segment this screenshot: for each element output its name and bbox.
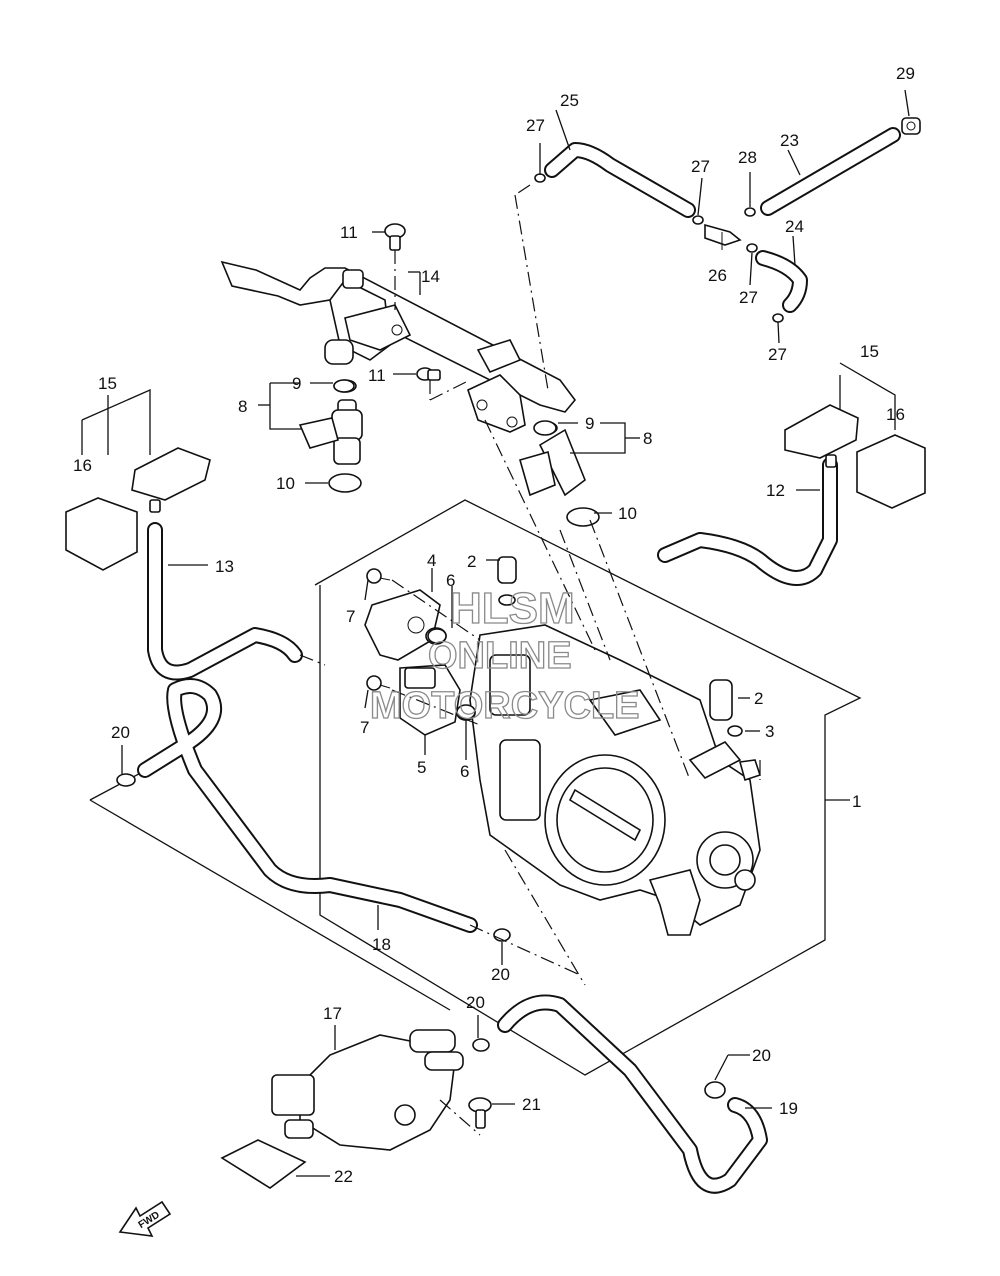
- callout-9-right: 9: [585, 414, 594, 433]
- cap-16-left: [65, 497, 138, 571]
- callout-19: 19: [779, 1099, 798, 1118]
- callout-10-right: 10: [618, 504, 637, 523]
- screw-2-upper: [497, 556, 517, 606]
- callout-15-right: 15: [860, 342, 879, 361]
- callout-24: 24: [785, 217, 804, 236]
- callout-5: 5: [417, 758, 426, 777]
- callout-20-b: 20: [491, 965, 510, 984]
- callout-2-lower: 2: [754, 689, 763, 708]
- clip-27-d: [772, 313, 784, 323]
- hose-19: [497, 994, 768, 1194]
- idle-speed-control-valve: [271, 1029, 464, 1151]
- hose-12: [657, 457, 838, 586]
- clip-27-b: [692, 215, 704, 225]
- clip-20-d: [704, 1081, 726, 1099]
- callout-16-left: 16: [73, 456, 92, 475]
- callout-7-upper: 7: [346, 607, 355, 626]
- screw-7-lower: [366, 675, 391, 691]
- callout-13: 13: [215, 557, 234, 576]
- callout-8-right: 8: [643, 429, 652, 448]
- hose-13: [147, 522, 303, 681]
- callout-29: 29: [896, 64, 915, 83]
- clip-27-c: [746, 243, 758, 253]
- callout-20-a: 20: [111, 723, 130, 742]
- callout-21: 21: [522, 1095, 541, 1114]
- callout-27-b: 27: [691, 157, 710, 176]
- callout-14: 14: [421, 267, 440, 286]
- callout-8-left: 8: [238, 397, 247, 416]
- coupler-15-left: [131, 447, 211, 513]
- fuel-delivery-pipe: [220, 260, 577, 433]
- screw-21: [468, 1097, 492, 1129]
- screw-11-lower: [416, 367, 441, 381]
- callout-15-left: 15: [98, 374, 117, 393]
- coupler-15-right: [784, 404, 859, 468]
- watermark-line-3: MOTORCYCLE: [370, 685, 640, 727]
- callout-23: 23: [780, 131, 799, 150]
- callout-22: 22: [334, 1167, 353, 1186]
- screw-7-upper: [366, 568, 391, 584]
- watermark-line-1: HLSM: [450, 584, 575, 633]
- hose-joint-26: [704, 223, 742, 250]
- callout-28: 28: [738, 148, 757, 167]
- throttle-body: [469, 624, 762, 936]
- clip-28: [744, 207, 756, 217]
- callout-3: 3: [765, 722, 774, 741]
- hose-23: [760, 127, 901, 216]
- clamp-29: [901, 117, 921, 135]
- callout-9-left: 9: [292, 374, 301, 393]
- callout-20-c: 20: [466, 993, 485, 1012]
- hose-25: [544, 142, 696, 218]
- callout-27-d: 27: [768, 345, 787, 364]
- callout-26: 26: [708, 266, 727, 285]
- callout-11-upper: 11: [340, 223, 358, 242]
- o-ring-9-left: [333, 379, 355, 393]
- throttle-body-assembly-frame: [314, 499, 862, 1076]
- clip-20-c: [472, 1038, 490, 1052]
- o-ring-6-upper: [427, 628, 447, 644]
- callout-labels: 1 2 2 3 4 5 6 6 7 7 8 8 9 9 10 10 11 11 …: [73, 64, 915, 1186]
- callout-27-c: 27: [739, 288, 758, 307]
- callout-12: 12: [766, 481, 785, 500]
- callout-4: 4: [427, 551, 436, 570]
- callout-25: 25: [560, 91, 579, 110]
- o-ring-9-right: [533, 420, 557, 436]
- leader-lines: [81, 89, 910, 1177]
- callout-18: 18: [372, 935, 391, 954]
- screw-11-upper: [384, 223, 406, 251]
- fuel-injector-right: [519, 421, 600, 527]
- callout-6-lower: 6: [460, 762, 469, 781]
- screw-2-lower: [709, 679, 743, 737]
- callout-1: 1: [852, 792, 861, 811]
- callout-2-upper: 2: [467, 552, 476, 571]
- forward-direction-arrow: FWD: [118, 1200, 172, 1237]
- callout-11-lower: 11: [368, 366, 386, 385]
- callout-27-a: 27: [526, 116, 545, 135]
- callout-20-d: 20: [752, 1046, 771, 1065]
- callout-6-upper: 6: [446, 571, 455, 590]
- cap-16-right: [856, 434, 926, 509]
- cushion-pad-22: [220, 1139, 307, 1189]
- callout-16-right: 16: [886, 405, 905, 424]
- hose-24: [755, 250, 808, 313]
- watermark-line-2: ONLINE: [428, 635, 572, 677]
- watermark: HLSM ONLINE MOTORCYCLE: [369, 583, 640, 727]
- dashed-guide-lines: [299, 184, 761, 1136]
- hose-18-frame: [89, 759, 451, 1011]
- fuel-injector-left: [298, 379, 363, 493]
- callout-17: 17: [323, 1004, 342, 1023]
- callout-7-lower: 7: [360, 718, 369, 737]
- callout-10-left: 10: [276, 474, 295, 493]
- hose-18: [137, 678, 478, 933]
- clip-27-a: [534, 173, 546, 183]
- clip-20-a: [116, 773, 136, 787]
